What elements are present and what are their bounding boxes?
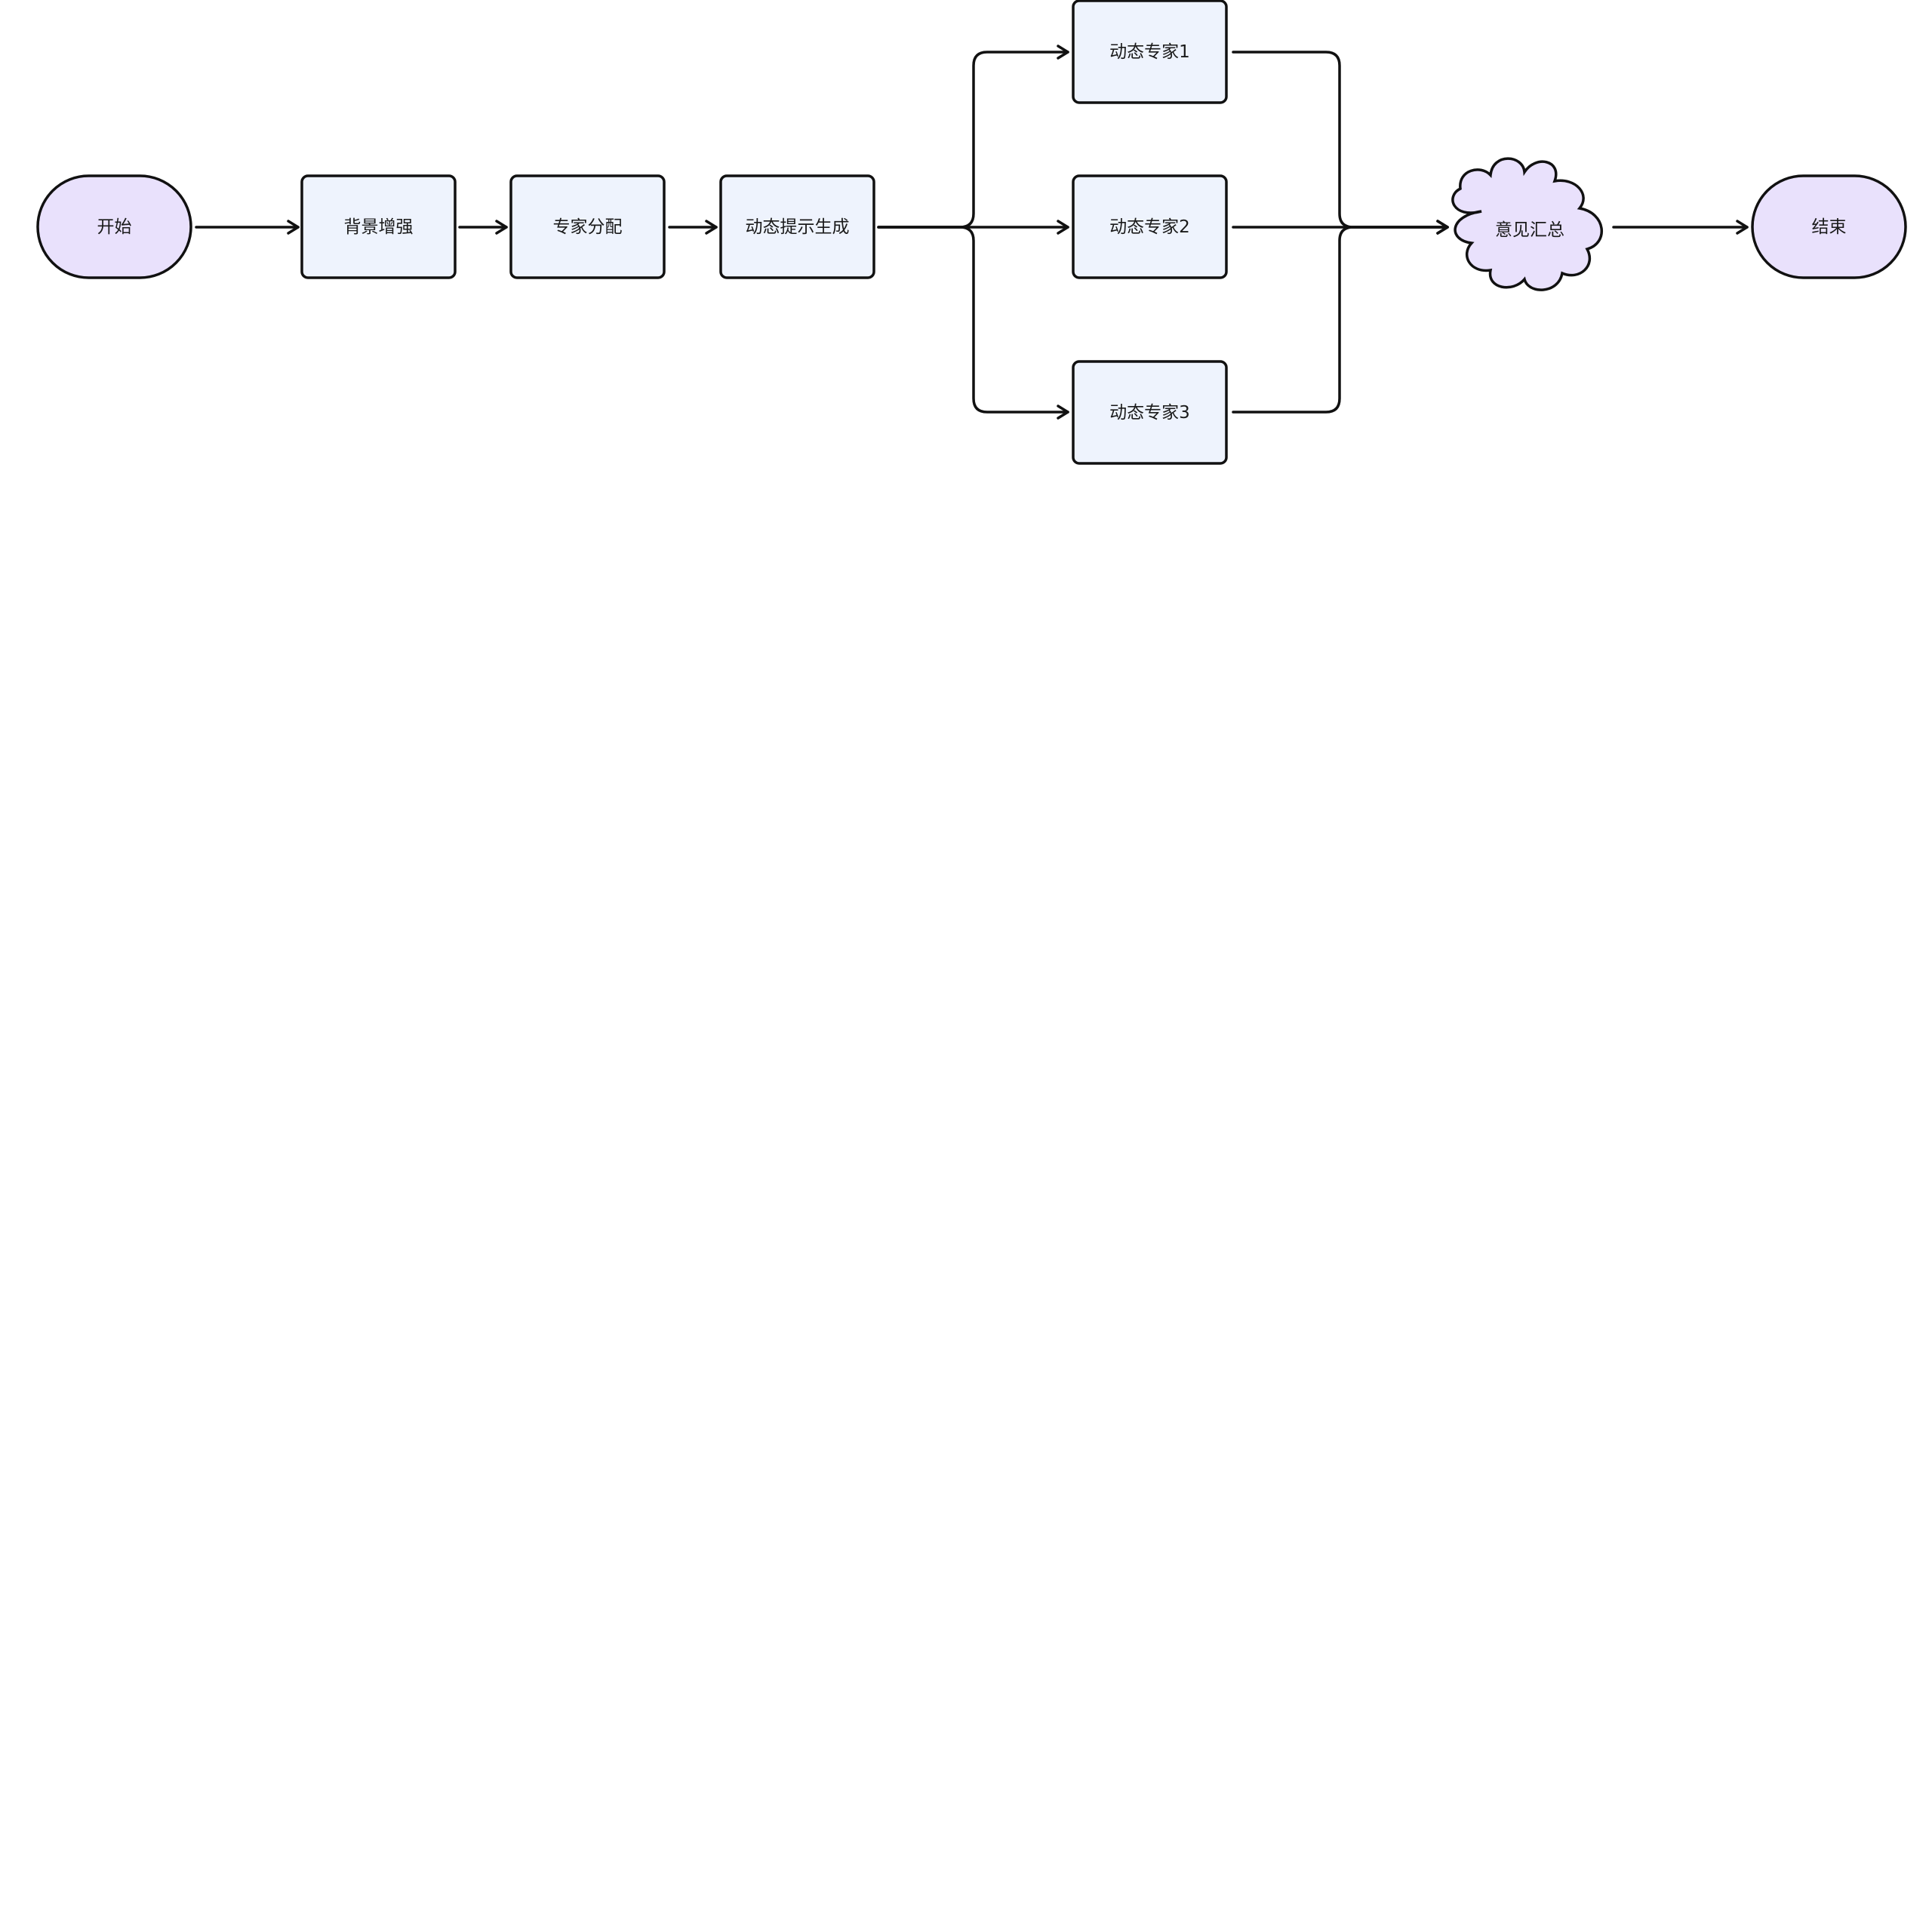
start-label: 开始 xyxy=(97,217,132,237)
dynamic-prompt-box xyxy=(719,174,875,279)
aggregate-label: 意见汇总 xyxy=(1495,220,1564,240)
expert-2-box xyxy=(1072,174,1228,279)
end-terminal-shape xyxy=(1751,174,1907,279)
node-expert-1[interactable]: 动态专家1 xyxy=(1072,0,1228,104)
background-enhance-box xyxy=(300,174,457,279)
expert-assign-label: 专家分配 xyxy=(553,217,623,237)
expert-assign-box xyxy=(509,174,666,279)
edge-dynamic-prompt-to-expert-1 xyxy=(877,45,1069,229)
node-dynamic-prompt[interactable]: 动态提示生成 xyxy=(719,174,875,279)
start-terminal-shape xyxy=(36,174,192,279)
expert-3-label: 动态专家3 xyxy=(1109,403,1190,423)
node-expert-assign[interactable]: 专家分配 xyxy=(509,174,666,279)
expert-1-box xyxy=(1072,0,1228,104)
background-enhance-label: 背景增强 xyxy=(344,217,414,237)
edges-group xyxy=(195,45,1749,420)
node-start[interactable]: 开始 xyxy=(36,174,192,279)
node-expert-2[interactable]: 动态专家2 xyxy=(1072,174,1228,279)
expert-3-box xyxy=(1072,360,1228,465)
expert-2-label: 动态专家2 xyxy=(1109,217,1190,237)
expert-1-label: 动态专家1 xyxy=(1109,42,1190,62)
dynamic-prompt-label: 动态提示生成 xyxy=(746,217,850,237)
edge-dynamic-prompt-to-expert-3 xyxy=(877,226,1069,420)
end-label: 结束 xyxy=(1812,217,1847,237)
edge-expert-1-to-aggregate xyxy=(1232,51,1449,235)
aggregate-cloud-shape xyxy=(1451,157,1604,291)
node-aggregate[interactable]: 意见汇总 xyxy=(1451,157,1604,291)
node-expert-3[interactable]: 动态专家3 xyxy=(1072,360,1228,465)
node-end[interactable]: 结束 xyxy=(1751,174,1907,279)
node-background-enhance[interactable]: 背景增强 xyxy=(300,174,457,279)
edge-expert-3-to-aggregate xyxy=(1232,220,1449,414)
